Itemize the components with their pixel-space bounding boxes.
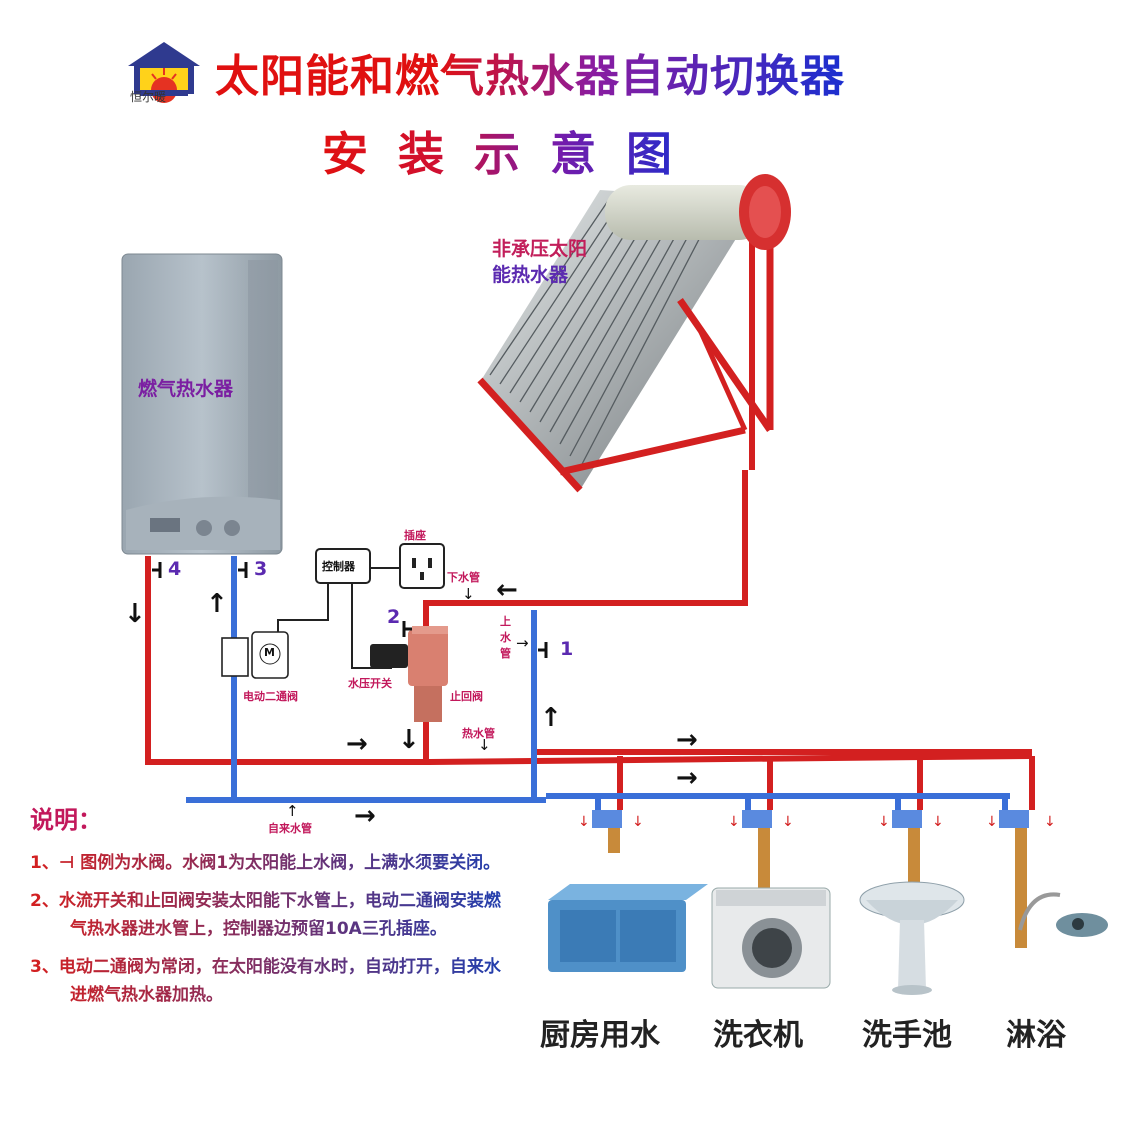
tap-pipe-label: 自来水管 xyxy=(268,822,312,835)
fixture-label-washer: 洗衣机 xyxy=(713,1018,803,1053)
hot-pipe-label: 热水管 xyxy=(462,727,495,740)
electric-two-way-valve xyxy=(221,631,289,679)
pressure-switch-label: 水压开关 xyxy=(348,677,392,690)
svg-text:→: → xyxy=(346,729,368,759)
washing-machine xyxy=(711,887,831,989)
valve-1-number: 1 xyxy=(560,638,574,660)
gas-water-heater xyxy=(121,253,283,555)
pressure-switch-and-check-valve xyxy=(370,626,448,722)
electric-valve-label: 电动二通阀 xyxy=(243,690,298,703)
flow-arrows: ↓ ↑ ↓ → → ← ↑ → → xyxy=(124,575,698,831)
svg-text:↓: ↓ xyxy=(578,814,590,830)
notes-section: 说明： 1、⊣ 图例为水阀。水阀1为太阳能上水阀，上满水须要关闭。 2、水流开关… xyxy=(30,800,510,1019)
valve-symbols xyxy=(152,562,548,658)
solar-water-heater xyxy=(477,174,791,493)
up-pipe-label: 上水管 xyxy=(500,615,511,660)
svg-text:→: → xyxy=(676,763,698,793)
controller-label: 控制器 xyxy=(322,560,355,573)
socket-label: 插座 xyxy=(404,529,426,542)
svg-text:↓: ↓ xyxy=(462,585,475,603)
svg-text:↓: ↓ xyxy=(932,814,944,830)
check-valve-label: 止回阀 xyxy=(450,690,483,703)
svg-text:↓: ↓ xyxy=(986,814,998,830)
wash-basin xyxy=(859,881,965,995)
solar-heater-label: 非承压太阳 能热水器 xyxy=(492,238,588,286)
shower-head xyxy=(1018,892,1108,937)
fixture-label-shower: 淋浴 xyxy=(1006,1018,1066,1053)
svg-text:↓: ↓ xyxy=(782,814,794,830)
power-socket xyxy=(399,543,445,589)
fixture-label-basin: 洗手池 xyxy=(862,1018,952,1053)
svg-text:↓: ↓ xyxy=(1044,814,1056,830)
svg-text:→: → xyxy=(354,801,376,831)
kitchen-sink-cabinet xyxy=(548,884,708,972)
svg-text:↓: ↓ xyxy=(632,814,644,830)
svg-text:↓: ↓ xyxy=(478,736,491,754)
brand-name: 恒尔暖 xyxy=(130,90,167,104)
svg-text:↓: ↓ xyxy=(124,599,146,629)
svg-text:↓: ↓ xyxy=(728,814,740,830)
valve-4-number: 4 xyxy=(168,558,182,580)
svg-text:↓: ↓ xyxy=(878,814,890,830)
svg-text:↑: ↑ xyxy=(286,802,299,820)
brand-logo xyxy=(128,42,200,103)
fixture-label-kitchen: 厨房用水 xyxy=(540,1018,660,1053)
note-item: 3、电动二通阀为常闭，在太阳能没有水时，自动打开，自来水进燃气热水器加热。 xyxy=(30,953,510,1009)
svg-text:↑: ↑ xyxy=(540,703,562,733)
note-item: 1、⊣ 图例为水阀。水阀1为太阳能上水阀，上满水须要关闭。 xyxy=(30,849,510,877)
svg-text:↑: ↑ xyxy=(206,589,228,619)
controller-box xyxy=(315,548,371,584)
down-pipe-label: 下水管 xyxy=(447,571,480,584)
note-item: 2、水流开关和止回阀安装太阳能下水管上，电动二通阀安装燃气热水器进水管上，控制器… xyxy=(30,887,510,943)
gas-heater-label: 燃气热水器 xyxy=(138,378,234,400)
notes-title: 说明： xyxy=(30,806,102,834)
svg-text:↓: ↓ xyxy=(398,725,420,755)
valve-3-number: 3 xyxy=(254,558,268,580)
valve-2-number: 2 xyxy=(387,606,401,628)
motor-symbol: M xyxy=(264,646,275,659)
svg-text:→: → xyxy=(516,634,529,652)
fixture-valves: ↓ ↓ ↓ ↓ ↓ ↓ ↓ ↓ xyxy=(578,810,1056,948)
cold-water-pipes xyxy=(186,556,1010,820)
svg-text:→: → xyxy=(676,725,698,755)
svg-text:←: ← xyxy=(496,575,518,605)
